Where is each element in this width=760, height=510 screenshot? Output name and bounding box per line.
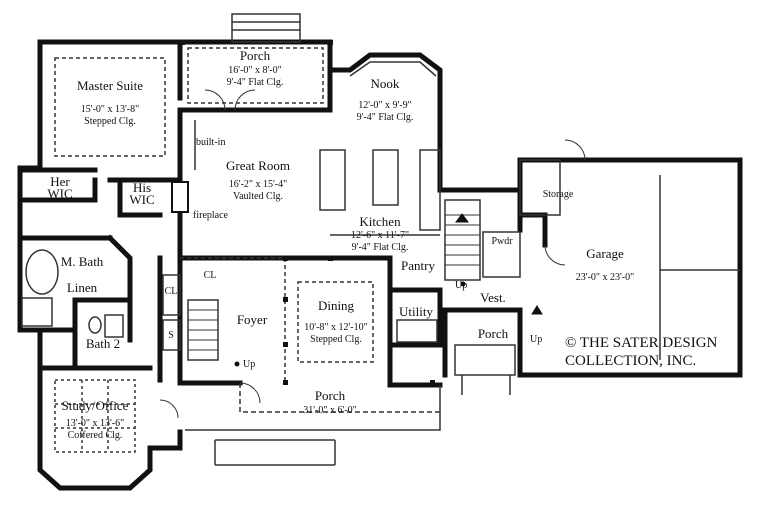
fireplace-shape — [171, 181, 189, 213]
study-name: Study/Office — [62, 398, 129, 413]
porch-rear-dim1: 16'-0" x 8'-0" — [228, 65, 281, 76]
porch-front-dim1: 31'-0" x 6'-0" — [303, 405, 356, 416]
dining-dim1: 10'-8" x 12'-10" — [304, 322, 367, 333]
up-label-1: Up — [243, 359, 255, 370]
kitchen-name: Kitchen — [359, 214, 401, 229]
pantry-label: Pantry — [401, 258, 435, 273]
nook-dim1: 12'-0" x 9'-9" — [358, 100, 411, 111]
door-swings — [159, 89, 586, 419]
great-room-dim1: 16'-2" x 15'-4" — [229, 179, 287, 190]
her-wic-label-1: Her — [50, 174, 70, 189]
nook-dim2: 9'-4" Flat Clg. — [357, 112, 414, 123]
m-bath-label: M. Bath — [61, 254, 104, 269]
kitchen-dim1: 12'-6" x 11'-7" — [351, 230, 409, 241]
her-wic-label-2: WIC — [47, 186, 72, 201]
up-label-3: Up — [530, 334, 542, 345]
garage-dim1: 23'-0" x 23'-0" — [576, 272, 634, 283]
master-suite-dim1: 15'-0" x 13'-8" — [81, 104, 139, 115]
stair-arrows — [234, 213, 543, 367]
master-suite-dim2: Stepped Clg. — [84, 116, 136, 127]
thin-lines — [21, 13, 740, 466]
dining-dim2: Stepped Clg. — [310, 334, 362, 345]
porch-side-label: Porch — [478, 326, 509, 341]
porch-rear-name: Porch — [240, 48, 271, 63]
storage-label: Storage — [543, 189, 574, 200]
built-in-label: built-in — [196, 137, 225, 148]
master-suite-name: Master Suite — [77, 78, 143, 93]
his-wic-label-1: His — [133, 180, 151, 195]
utility-label: Utility — [399, 304, 433, 319]
garage-name: Garage — [586, 246, 624, 261]
copyright-credit: © THE SATER DESIGN COLLECTION, INC. — [565, 335, 718, 369]
study-dim1: 13'-0" x 13'-6" — [66, 418, 124, 429]
porch-front-name: Porch — [315, 388, 346, 403]
credit-line-1: © THE SATER DESIGN — [565, 335, 718, 351]
kitchen-dim2: 9'-4" Flat Clg. — [352, 242, 409, 253]
s-closet-label: S — [168, 330, 174, 341]
his-wic-label-2: WIC — [129, 192, 154, 207]
great-room-name: Great Room — [226, 158, 290, 173]
study-dim2: Coffered Clg. — [68, 430, 123, 441]
foyer-label: Foyer — [237, 312, 268, 327]
porch-rear-dim2: 9'-4" Flat Clg. — [227, 77, 284, 88]
columns — [180, 40, 435, 385]
cl-foyer-label: CL — [204, 270, 217, 281]
pwdr-label: Pwdr — [491, 236, 513, 247]
credit-line-2: COLLECTION, INC. — [565, 353, 696, 369]
vest-label: Vest. — [480, 290, 506, 305]
great-room-dim2: Vaulted Clg. — [233, 191, 283, 202]
dining-name: Dining — [318, 298, 355, 313]
linen-label: Linen — [67, 280, 98, 295]
fireplace-label: fireplace — [193, 210, 229, 221]
cl-hall-label: CL — [165, 286, 178, 297]
nook-name: Nook — [371, 76, 400, 91]
bath2-label: Bath 2 — [86, 336, 120, 351]
